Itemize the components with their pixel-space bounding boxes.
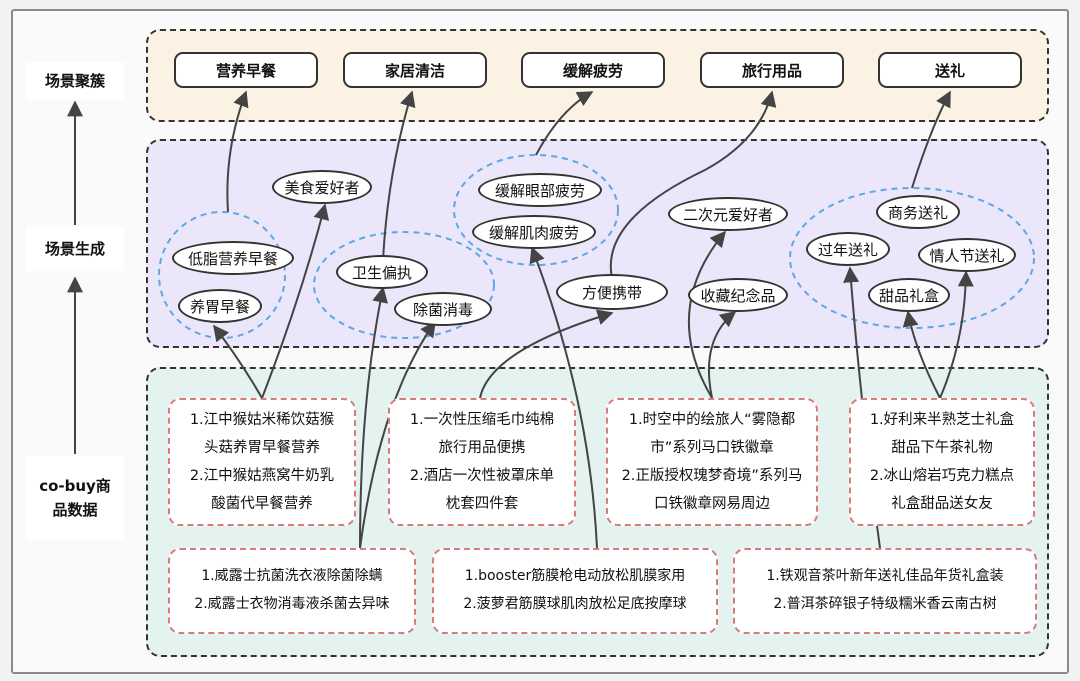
bubble-new-year-gift: 过年送礼 [806, 232, 890, 266]
product-line: 2.正版授权瑰梦奇境”系列马 [621, 468, 803, 484]
product-line: 1.一次性压缩毛巾纯棉 [409, 412, 555, 428]
product-line: 旅行用品便携 [438, 440, 526, 456]
product-line: 2.冰山熔岩巧克力糕点 [869, 468, 1015, 484]
bubble-muscle-fatigue: 缓解肌肉疲劳 [472, 215, 596, 249]
product-box-travel: 1.一次性压缩毛巾纯棉 旅行用品便携 2.酒店一次性被罩床单 枕套四件套 [388, 398, 576, 526]
bubble-dessert-box: 甜品礼盒 [868, 278, 950, 312]
product-line: 2.普洱茶碎银子特级糯米香云南古树 [773, 596, 997, 612]
bubble-sterilize: 除菌消毒 [394, 292, 492, 326]
product-box-fatigue: 1.booster筋膜枪电动放松肌膜家用 2.菠萝君筋膜球肌肉放松足底按摩球 [432, 548, 718, 634]
bubble-portable: 方便携带 [556, 274, 668, 310]
product-line: 市”系列马口铁徽章 [650, 440, 774, 456]
bubble-low-fat-breakfast: 低脂营养早餐 [172, 241, 294, 275]
product-line: 枕套四件套 [445, 496, 519, 512]
product-line: 1.时空中的绘旅人“雾隐都 [628, 412, 796, 428]
bubble-eye-fatigue: 缓解眼部疲劳 [478, 173, 602, 207]
scene-nutrition-breakfast: 营养早餐 [174, 52, 318, 88]
bubble-collectible: 收藏纪念品 [688, 278, 788, 312]
product-line: 1.威露士抗菌洗衣液除菌除螨 [201, 568, 383, 584]
product-line: 1.好利来半熟芝士礼盒 [869, 412, 1015, 428]
product-box-tea-gift: 1.铁观音茶叶新年送礼佳品年货礼盒装 2.普洱茶碎银子特级糯米香云南古树 [733, 548, 1037, 634]
product-line: 1.铁观音茶叶新年送礼佳品年货礼盒装 [766, 568, 1004, 584]
bubble-foodie: 美食爱好者 [272, 170, 372, 204]
label-scene-cluster: 场景聚簇 [26, 62, 124, 100]
scene-generation-layer [146, 139, 1049, 348]
product-line: 头菇养胃早餐营养 [204, 440, 320, 456]
product-line: 1.江中猴姑米稀饮菇猴 [189, 412, 335, 428]
product-line: 口铁徽章网易周边 [654, 496, 770, 512]
bubble-business-gift: 商务送礼 [876, 195, 960, 229]
product-line: 礼盒甜品送女友 [891, 496, 993, 512]
product-line: 甜品下午茶礼物 [891, 440, 993, 456]
product-box-collectible: 1.时空中的绘旅人“雾隐都 市”系列马口铁徽章 2.正版授权瑰梦奇境”系列马 口… [606, 398, 818, 526]
scene-travel-goods: 旅行用品 [700, 52, 844, 88]
product-line: 2.菠萝君筋膜球肌肉放松足底按摩球 [463, 596, 687, 612]
product-line: 酸菌代早餐营养 [211, 496, 313, 512]
label-scene-generation: 场景生成 [26, 227, 124, 271]
bubble-hygiene: 卫生偏执 [336, 255, 428, 289]
label-cobuy-data: co-buy商品数据 [26, 456, 124, 540]
bubble-anime-fan: 二次元爱好者 [668, 197, 788, 231]
product-line: 2.威露士衣物消毒液杀菌去异味 [194, 596, 390, 612]
product-box-cleaning: 1.威露士抗菌洗衣液除菌除螨 2.威露士衣物消毒液杀菌去异味 [168, 548, 416, 634]
product-box-breakfast: 1.江中猴姑米稀饮菇猴 头菇养胃早餐营养 2.江中猴姑燕窝牛奶乳 酸菌代早餐营养 [168, 398, 356, 526]
product-line: 2.江中猴姑燕窝牛奶乳 [189, 468, 335, 484]
product-line: 2.酒店一次性被罩床单 [409, 468, 555, 484]
bubble-stomach-breakfast: 养胃早餐 [178, 289, 262, 323]
bubble-valentine-gift: 情人节送礼 [918, 238, 1016, 272]
scene-relieve-fatigue: 缓解疲劳 [521, 52, 665, 88]
product-box-dessert: 1.好利来半熟芝士礼盒 甜品下午茶礼物 2.冰山熔岩巧克力糕点 礼盒甜品送女友 [849, 398, 1035, 526]
label-cobuy-line1: co-buy商 [39, 477, 111, 495]
scene-home-cleaning: 家居清洁 [343, 52, 487, 88]
label-cobuy-line2: 品数据 [52, 501, 98, 519]
product-line: 1.booster筋膜枪电动放松肌膜家用 [464, 568, 686, 584]
scene-gift: 送礼 [878, 52, 1022, 88]
